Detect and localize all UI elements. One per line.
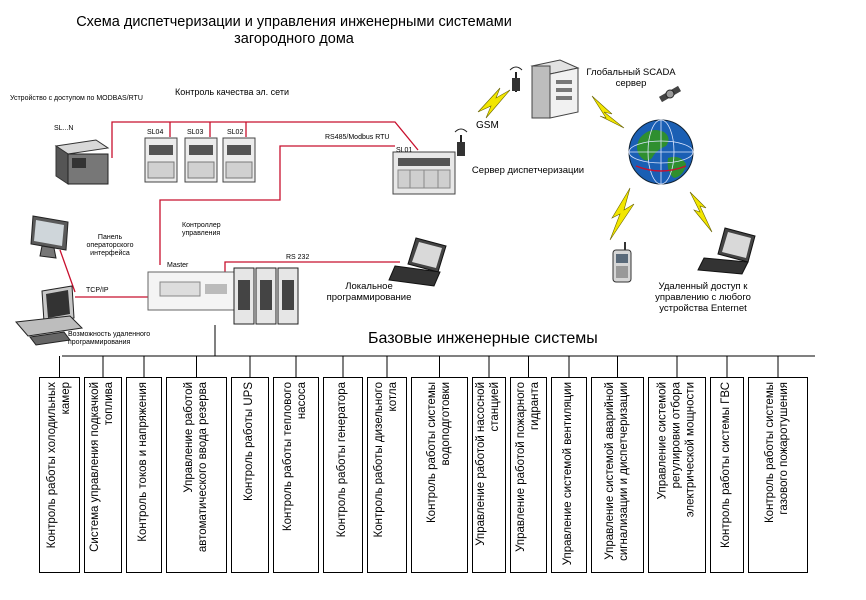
system-label: Управление системой аварийной сигнализац… [603,382,630,561]
controller-icon [147,267,299,325]
controller-modules [233,267,299,325]
system-box-3: Контроль токов и напряжения [126,377,162,573]
remote-laptop-icon [697,227,756,275]
gsm-label: GSM [476,120,499,131]
globe-icon [628,119,694,185]
remote-access-label: Удаленный доступ к управлению с любого у… [655,281,751,314]
scada-server-label: Глобальный SCADA сервер [586,67,676,89]
system-label: Управление системой вентиляции [562,382,575,566]
system-label: Система управления подкачкой топлива [89,382,115,552]
system-box-8: Контроль работы дизельного котла [367,377,407,573]
system-box-12: Управление системой вентиляции [551,377,587,573]
scada-server-icon [530,59,580,119]
system-label: Контроль работы генератора [336,382,349,538]
modbus-device-icon [54,139,110,185]
system-label: Контроль работы системы ГВС [720,382,733,549]
sl03-label: SL03 [187,129,204,136]
system-label: Контроль работы дизельного котла [373,382,399,538]
sl04-label: SL04 [147,129,164,136]
sl02-label: SL02 [227,129,244,136]
system-label: Контроль работы теплового насоса [282,382,308,532]
controller-label: Контроллер управления [182,222,221,238]
system-box-2: Система управления подкачкой топлива [84,377,122,573]
sl01-label: SL01 [396,147,413,154]
system-box-6: Контроль работы теплового насоса [273,377,319,573]
system-box-5: Контроль работы UPS [231,377,269,573]
system-label: Управление работой пожарного гидранта [514,382,541,552]
rs232-label: RS 232 [286,254,310,261]
sl-n-label: SL...N [54,125,74,132]
system-label: Контроль токов и напряжения [137,382,150,542]
system-box-10: Управление работой насосной станцией [472,377,506,573]
operator-panel-icon [30,215,69,259]
power-meter-icons [144,137,256,183]
satellite-icon [658,85,682,103]
base-systems-title: Базовые инженерные системы [368,330,598,347]
remote-programming-label: Возможность удаленного программирования [68,331,151,347]
system-box-7: Контроль работы генератора [323,377,363,573]
system-box-15: Контроль работы системы ГВС [710,377,744,573]
rs485-label: RS485/Modbus RTU [325,134,390,141]
system-label: Управление системой регулировки отбора э… [656,382,696,518]
gsm-antenna-icon [454,128,468,156]
tcpip-label: TCP/IP [86,287,109,294]
rs485-controller-line [159,145,395,265]
system-box-16: Контроль работы системы газового пожарот… [748,377,808,573]
local-programming-label: Локальное программирование [326,281,412,303]
dispatch-server-label: Сервер диспетчеризации [471,165,585,176]
lightning-icons [477,87,713,241]
system-box-11: Управление работой пожарного гидранта [510,377,547,573]
system-box-13: Управление системой аварийной сигнализац… [591,377,644,573]
page-title: Схема диспетчеризации и управления инжен… [76,14,512,47]
operator-panel-label: Панель операторского интерфейса [86,234,134,258]
system-label: Управление работой автоматического ввода… [182,382,209,553]
dispatch-server-icon [392,151,456,195]
master-label: Master [167,262,189,269]
system-box-9: Контроль работы системы водоподготовки [411,377,468,573]
system-label: Управление работой насосной станцией [475,382,501,546]
system-label: Контроль работы холодильных камер [45,382,72,549]
system-box-4: Управление работой автоматического ввода… [166,377,227,573]
meter-sl04-icon [144,137,178,183]
panel-link-line [59,249,76,293]
power-quality-label: Контроль качества эл. сети [175,87,290,97]
modbus-device-label: Устройство с доступом по MODBAS/RTU [10,95,143,102]
modbus-bus-line [111,121,419,158]
desktop-pc-icon [15,285,84,346]
lightning-laptop-icon [689,191,713,233]
meter-sl03-icon [184,137,218,183]
system-box-14: Управление системой регулировки отбора э… [648,377,706,573]
tree-drops [59,356,779,377]
lightning-gsm-icon [477,87,511,119]
system-label: Контроль работы системы водоподготовки [425,382,452,524]
systems-tree-lines [59,325,815,377]
lightning-phone-icon [609,187,635,241]
system-box-1: Контроль работы холодильных камер [39,377,80,573]
lightning-scada-icon [591,95,625,129]
system-label: Контроль работы UPS [243,382,256,502]
local-laptop-icon [388,237,447,287]
scada-antenna-icon [509,66,523,92]
mobile-phone-icon [612,242,632,283]
system-label: Контроль работы системы газового пожарот… [764,382,790,524]
meter-sl02-icon [222,137,256,183]
